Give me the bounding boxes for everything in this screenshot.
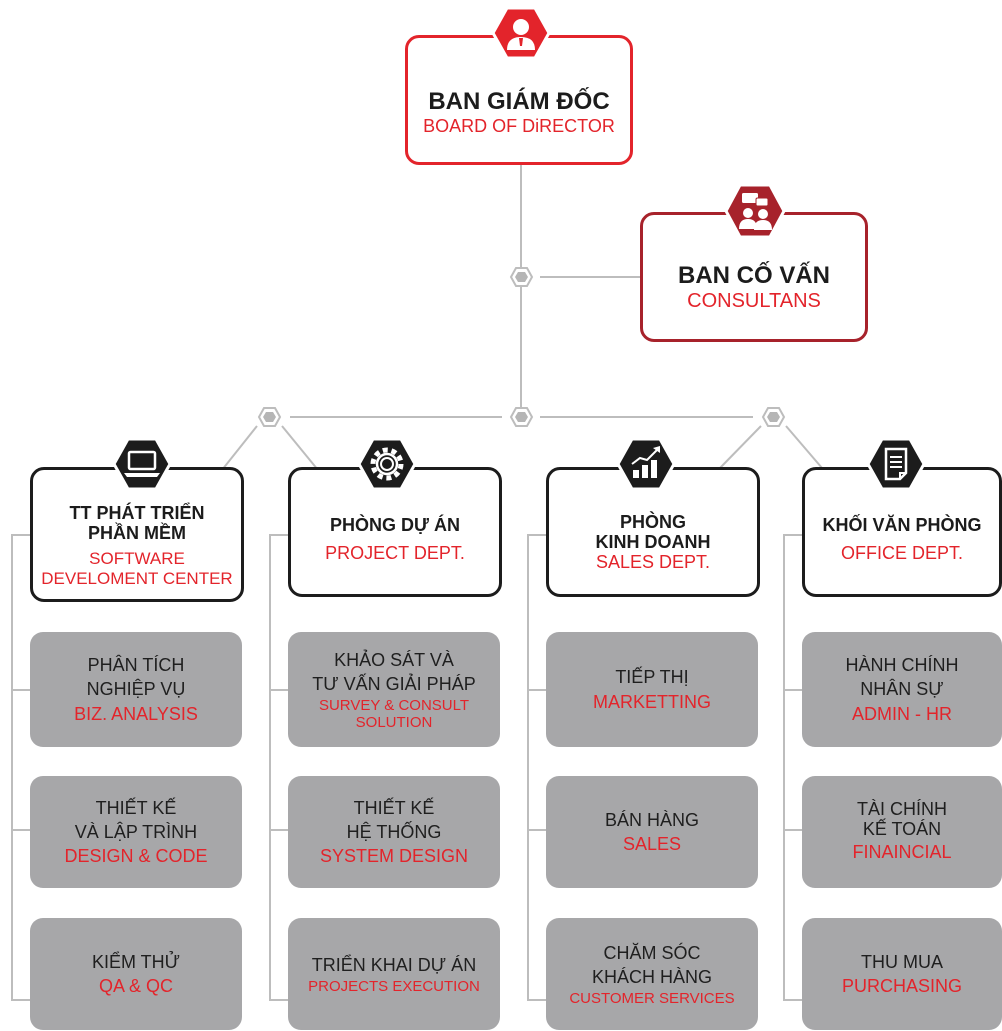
unit-box: TRIỂN KHAI DỰ ÁN PROJECTS EXECUTION bbox=[288, 918, 500, 1030]
unit-title: THIẾT KẾ VÀ LẬP TRÌNH bbox=[74, 797, 198, 842]
unit-box: THIẾT KẾ VÀ LẬP TRÌNH DESIGN & CODE bbox=[30, 776, 242, 888]
dept-title: KHỐI VĂN PHÒNG bbox=[822, 514, 982, 535]
unit-box: CHĂM SÓC KHÁCH HÀNG CUSTOMER SERVICES bbox=[546, 918, 758, 1030]
unit-title: THU MUA bbox=[861, 951, 943, 972]
dept-title: PHẦN MỀM bbox=[88, 522, 186, 543]
document-icon bbox=[866, 437, 926, 491]
unit-box: KIỂM THỬ QA & QC bbox=[30, 918, 242, 1030]
growth-chart-icon bbox=[616, 437, 676, 491]
dept-title: TT PHÁT TRIỂN bbox=[69, 502, 205, 523]
unit-title: TIẾP THỊ bbox=[615, 667, 689, 688]
gear-icon bbox=[357, 437, 417, 491]
unit-subtitle: MARKETTING bbox=[592, 691, 711, 712]
unit-title: TÀI CHÍNH KẾ TOÁN bbox=[857, 799, 947, 839]
unit-title: CHĂM SÓC KHÁCH HÀNG bbox=[591, 943, 712, 988]
dept-title: PHÒNG bbox=[619, 511, 686, 532]
unit-title: TRIỂN KHAI DỰ ÁN bbox=[311, 955, 477, 976]
dept-title: PHÒNG DỰ ÁN bbox=[330, 514, 460, 535]
unit-box: TÀI CHÍNH KẾ TOÁN FINAINCIAL bbox=[802, 776, 1002, 888]
unit-subtitle: CUSTOMER SERVICES bbox=[569, 989, 735, 1007]
dept-office-box: KHỐI VĂN PHÒNG OFFICE DEPT. bbox=[802, 467, 1002, 597]
junction-node bbox=[509, 267, 534, 287]
junction-node bbox=[509, 407, 534, 427]
unit-subtitle: BIZ. ANALYSIS bbox=[74, 703, 198, 724]
unit-subtitle: QA & QC bbox=[98, 976, 174, 996]
unit-box: HÀNH CHÍNH NHÂN SỰ ADMIN - HR bbox=[802, 632, 1002, 747]
laptop-icon bbox=[112, 437, 172, 491]
unit-title: HÀNH CHÍNH NHÂN SỰ bbox=[845, 655, 959, 700]
unit-title: BÁN HÀNG bbox=[604, 809, 700, 830]
unit-subtitle: PURCHASING bbox=[841, 976, 962, 996]
unit-box: BÁN HÀNG SALES bbox=[546, 776, 758, 888]
dept-subtitle: OFFICE DEPT. bbox=[840, 542, 963, 563]
board-of-director-box: BAN GIÁM ĐỐC BOARD OF DiRECTOR bbox=[405, 35, 633, 165]
unit-subtitle: FINAINCIAL bbox=[852, 841, 952, 862]
dept-software-box: TT PHÁT TRIỂN PHẦN MỀM SOFTWARE DEVELOME… bbox=[30, 467, 244, 602]
unit-title: PHÂN TÍCH NGHIỆP VỤ bbox=[86, 655, 186, 700]
unit-box: THIẾT KẾ HỆ THỐNG SYSTEM DESIGN bbox=[288, 776, 500, 888]
unit-subtitle: DESIGN & CODE bbox=[64, 846, 208, 867]
dept-subtitle: PROJECT DEPT. bbox=[325, 542, 465, 563]
dept-subtitle: SALES DEPT. bbox=[595, 551, 711, 572]
consultants-icon bbox=[724, 183, 786, 239]
junction-node bbox=[257, 407, 282, 427]
unit-subtitle: SYSTEM DESIGN bbox=[319, 846, 469, 867]
person-icon bbox=[491, 6, 551, 60]
junction-node bbox=[761, 407, 786, 427]
dept-subtitle: SOFTWARE bbox=[89, 549, 185, 569]
dept-title: KINH DOANH bbox=[595, 531, 711, 552]
unit-subtitle: SURVEY & CONSULT SOLUTION bbox=[318, 696, 470, 731]
unit-subtitle: PROJECTS EXECUTION bbox=[308, 977, 480, 995]
unit-title: KIỂM THỬ bbox=[91, 951, 181, 972]
unit-box: PHÂN TÍCH NGHIỆP VỤ BIZ. ANALYSIS bbox=[30, 632, 242, 747]
unit-title: KHẢO SÁT VÀ TƯ VẤN GIẢI PHÁP bbox=[312, 649, 476, 695]
consultants-subtitle: CONSULTANS bbox=[687, 289, 821, 312]
unit-subtitle: SALES bbox=[622, 834, 682, 854]
consultants-title: BAN CỐ VẤN bbox=[677, 262, 830, 290]
unit-box: THU MUA PURCHASING bbox=[802, 918, 1002, 1030]
dept-project-box: PHÒNG DỰ ÁN PROJECT DEPT. bbox=[288, 467, 502, 597]
unit-subtitle: ADMIN - HR bbox=[852, 703, 952, 724]
unit-box: KHẢO SÁT VÀ TƯ VẤN GIẢI PHÁP SURVEY & CO… bbox=[288, 632, 500, 747]
unit-box: TIẾP THỊ MARKETTING bbox=[546, 632, 758, 747]
unit-title: THIẾT KẾ HỆ THỐNG bbox=[346, 797, 442, 842]
board-title: BAN GIÁM ĐỐC bbox=[428, 88, 610, 116]
board-subtitle: BOARD OF DiRECTOR bbox=[423, 116, 615, 137]
dept-subtitle: DEVELOMENT CENTER bbox=[41, 568, 233, 588]
